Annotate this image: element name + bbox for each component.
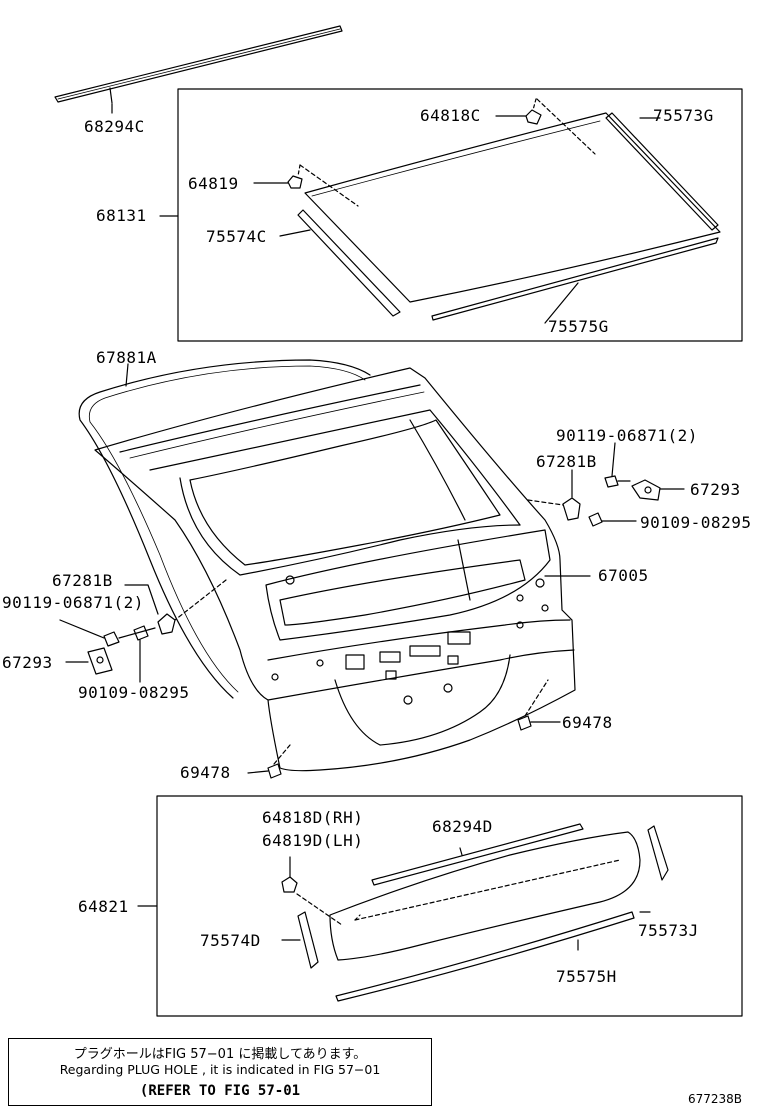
part-67293-left (65, 647, 113, 675)
bolt-90119-left (59, 619, 156, 647)
label-90109-right: 90109-08295 (640, 513, 752, 532)
part-69478-left (247, 744, 291, 779)
bolt-90109-right (588, 512, 637, 527)
label-64821: 64821 (78, 897, 129, 916)
part-64819 (287, 164, 359, 207)
label-64819: 64819 (188, 174, 239, 193)
part-75575H (335, 911, 635, 1002)
label-68294C: 68294C (84, 117, 145, 136)
part-67005-back-door (94, 367, 576, 772)
part-68294C (54, 25, 343, 104)
part-75574D (281, 911, 319, 969)
part-67281B-left (124, 579, 227, 635)
part-64821-garnish (329, 831, 641, 961)
note-box: プラグホールはFIG 57−01 に掲載してあります。 Regarding PL… (8, 1038, 432, 1106)
label-75574D: 75574D (200, 931, 261, 950)
label-67881A: 67881A (96, 348, 157, 367)
label-75574C: 75574C (206, 227, 267, 246)
figure-id: 677238B (688, 1092, 743, 1106)
label-75573G: 75573G (653, 106, 714, 125)
label-90119-left: 90119-06871(2) (2, 593, 144, 612)
note-line-japanese: プラグホールはFIG 57−01 に掲載してあります。 (73, 1047, 367, 1062)
label-64818C: 64818C (420, 106, 481, 125)
label-68131: 68131 (96, 206, 147, 225)
part-69478-right (517, 679, 561, 731)
label-75575G: 75575G (548, 317, 609, 336)
label-64818D: 64818D(RH) (262, 808, 364, 827)
label-67281B-left: 67281B (52, 571, 113, 590)
label-67005: 67005 (598, 566, 649, 585)
part-67281B-right (527, 469, 581, 521)
label-90119-right: 90119-06871(2) (556, 426, 698, 445)
label-67281B-right: 67281B (536, 452, 597, 471)
label-68294D: 68294D (432, 817, 493, 836)
label-67293-left: 67293 (2, 653, 53, 672)
label-64819D: 64819D(LH) (262, 831, 364, 850)
group-frame-top (177, 88, 743, 342)
part-67293-right (631, 479, 685, 501)
label-75573J: 75573J (638, 921, 699, 940)
label-75575H: 75575H (556, 967, 617, 986)
part-64818D-64819D (281, 856, 343, 926)
part-68131-glass (297, 112, 721, 321)
note-line-english: Regarding PLUG HOLE , it is indicated in… (59, 1062, 381, 1077)
note-line-refer: (REFER TO FIG 57-01 (139, 1083, 301, 1099)
label-67293-right: 67293 (690, 480, 741, 499)
part-75573J (639, 825, 669, 913)
bolt-90109-left (133, 625, 149, 683)
part-68294D (371, 823, 584, 886)
label-90109-left: 90109-08295 (78, 683, 190, 702)
part-67881A-weatherstrip (78, 359, 371, 699)
part-64818C (525, 98, 596, 155)
label-69478-left: 69478 (180, 763, 231, 782)
bolt-90119-right (604, 442, 631, 488)
label-69478-right: 69478 (562, 713, 613, 732)
